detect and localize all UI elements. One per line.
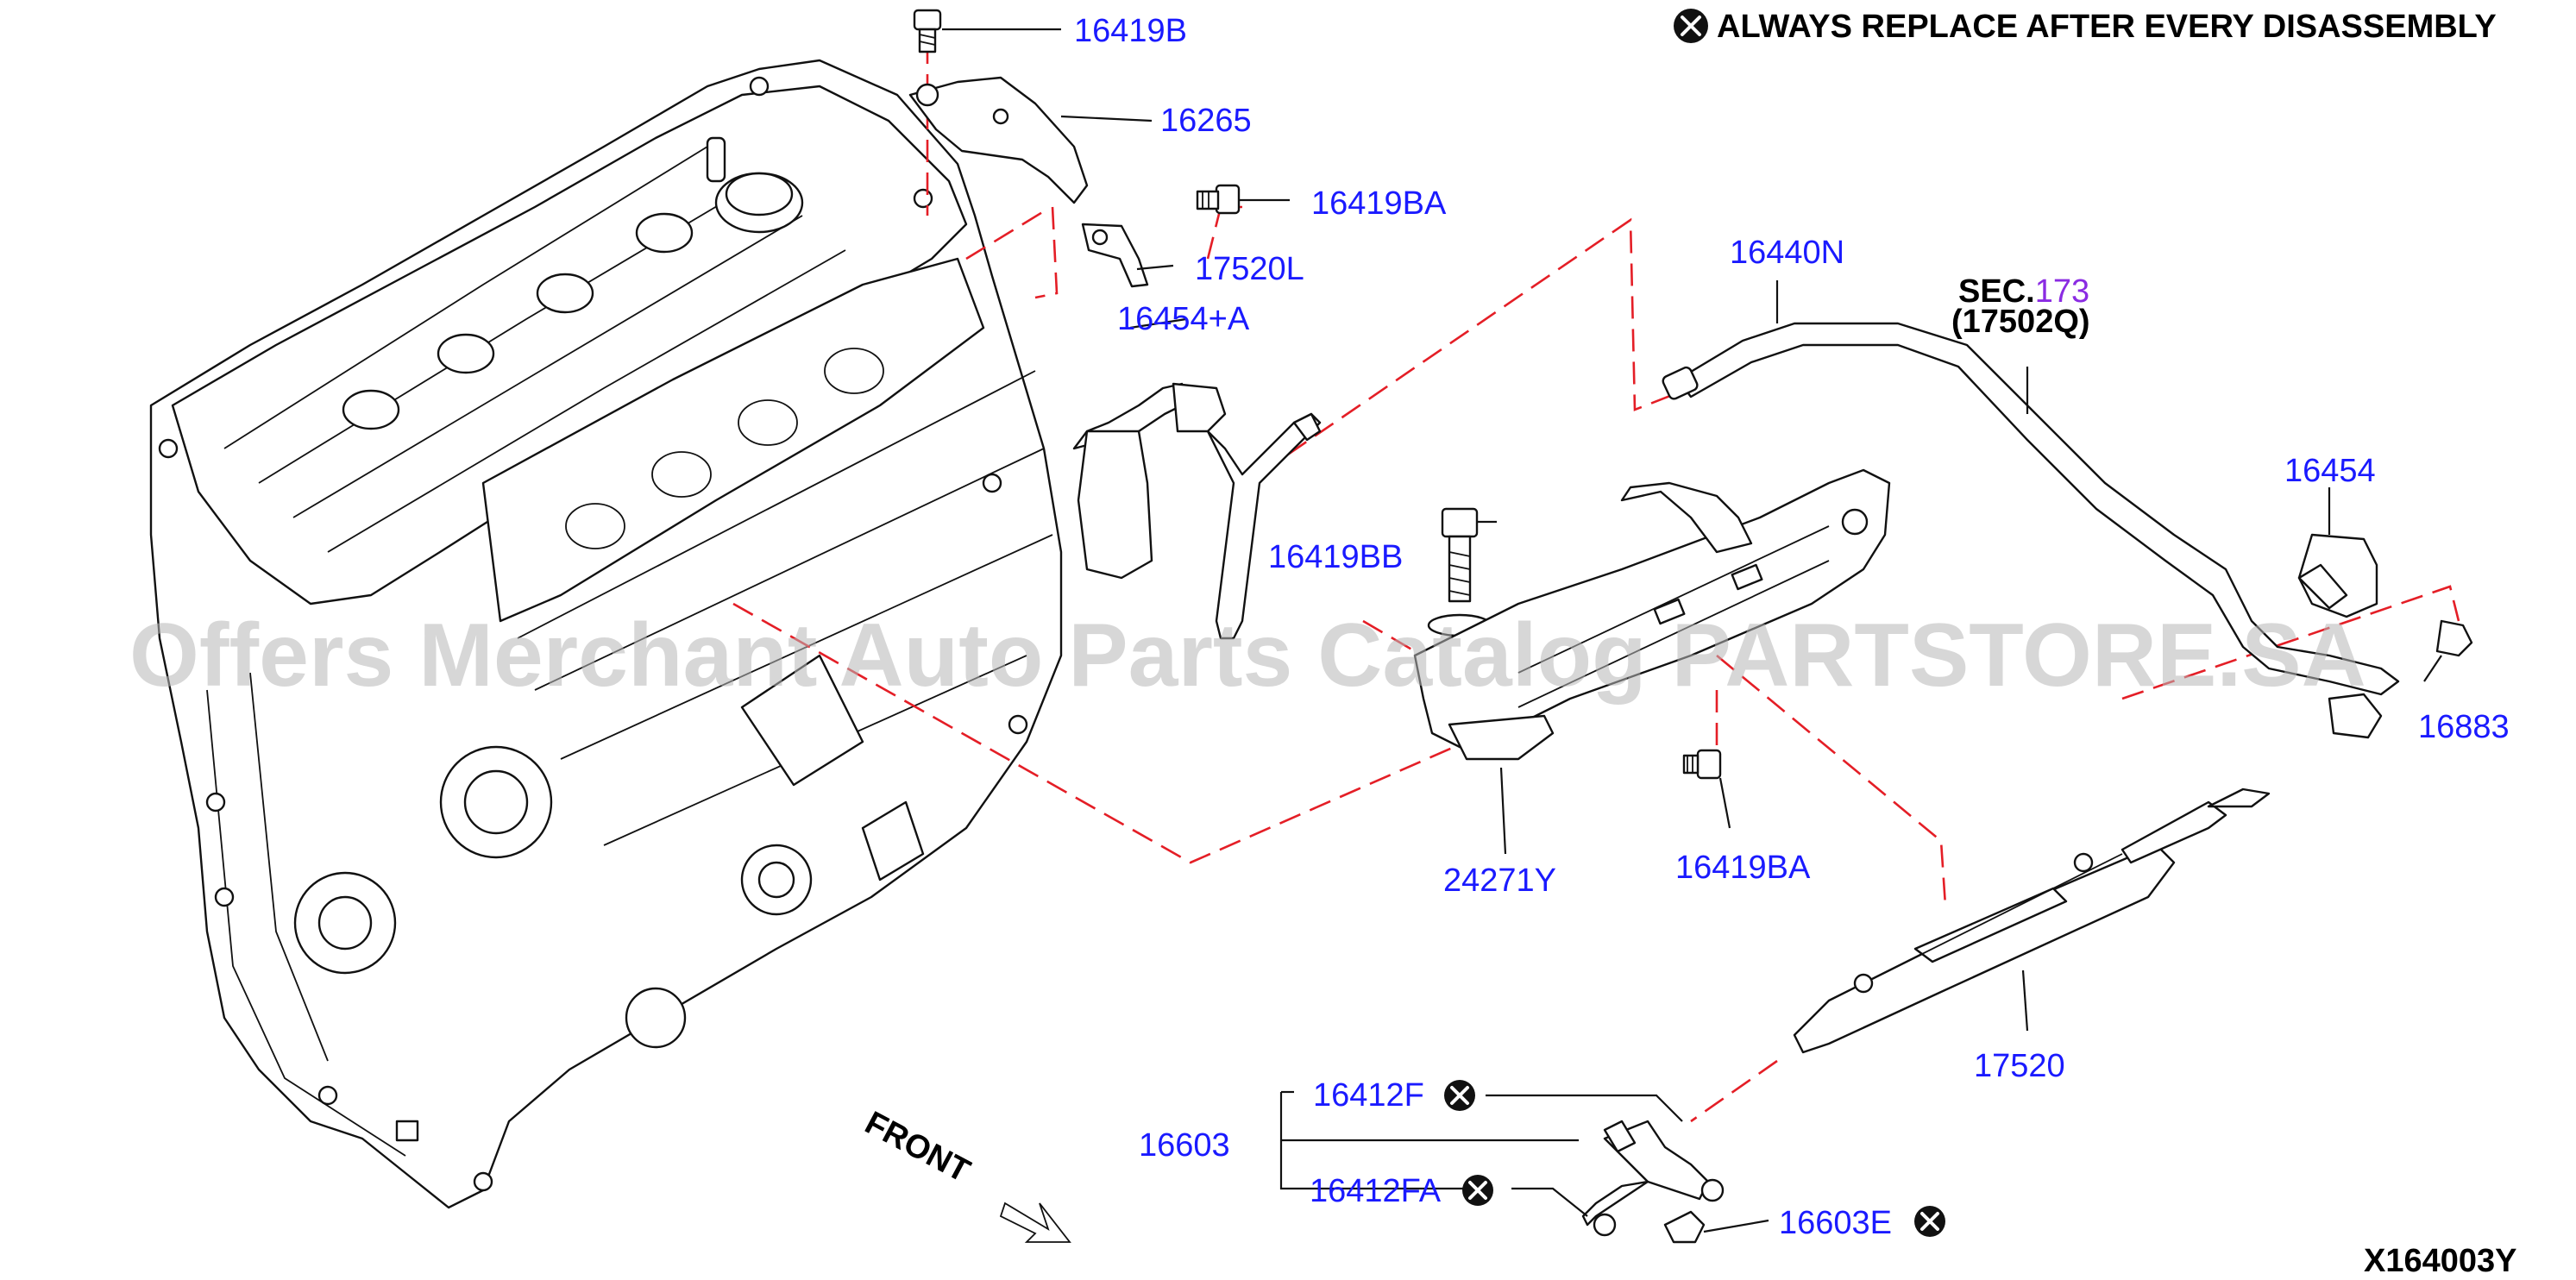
bracket-17520l-drawing	[1081, 223, 1149, 288]
x-circle-icon	[1674, 9, 1708, 43]
leader-lines	[942, 28, 2442, 1233]
front-label: FRONT	[859, 1105, 976, 1190]
part-label-16419ba-top[interactable]: 16419BA	[1311, 185, 1447, 222]
x-circle-icon	[1462, 1175, 1493, 1206]
front-indicator: FRONT	[859, 1105, 1071, 1243]
part-label-17520[interactable]: 17520	[1974, 1048, 2065, 1084]
replace-note-text: ALWAYS REPLACE AFTER EVERY DISASSEMBLY	[1717, 9, 2497, 45]
part-label-16454[interactable]: 16454	[2284, 453, 2376, 489]
part-label-16883[interactable]: 16883	[2418, 709, 2510, 745]
section-prefix: SEC.	[1958, 273, 2035, 310]
part-label-17520l[interactable]: 17520L	[1195, 251, 1304, 287]
part-label-16603e[interactable]: 16603E	[1779, 1205, 1892, 1241]
clip-16883-drawing	[2328, 619, 2473, 739]
part-label-16419b[interactable]: 16419B	[1074, 13, 1187, 49]
front-arrow-icon	[999, 1202, 1071, 1243]
svg-text:SEC.173: SEC.173	[1958, 273, 2089, 310]
bolt-16419b-drawing	[913, 9, 942, 53]
part-label-16412f[interactable]: 16412F	[1313, 1077, 1424, 1114]
part-label-16412fa[interactable]: 16412FA	[1310, 1173, 1442, 1209]
part-label-16419ba-bottom[interactable]: 16419BA	[1675, 850, 1811, 886]
part-label-16603[interactable]: 16603	[1139, 1127, 1230, 1164]
part-label-16419bb[interactable]: 16419BB	[1268, 539, 1403, 575]
tube-16440n-drawing	[1662, 322, 2400, 696]
injector-16603-drawing	[1581, 1120, 1725, 1237]
part-label-16265[interactable]: 16265	[1160, 103, 1252, 139]
bolt-16419ba-top-drawing	[1196, 184, 1241, 215]
part-label-16440n[interactable]: 16440N	[1730, 235, 1844, 271]
section-number[interactable]: 173	[2035, 273, 2089, 310]
clip-16603e-drawing	[1663, 1210, 1706, 1244]
intake-manifold-24271y-drawing	[1413, 468, 1891, 761]
section-reference[interactable]: SEC.173 (17502Q)	[1951, 273, 2090, 340]
section-part: (17502Q)	[1951, 304, 2090, 340]
part-label-16454a[interactable]: 16454+A	[1117, 301, 1250, 337]
clamp-16454-drawing	[2297, 533, 2378, 618]
figure-code: X164003Y	[2364, 1243, 2517, 1279]
part-label-24271y[interactable]: 24271Y	[1443, 863, 1556, 899]
hose-16454a-drawing	[1072, 382, 1322, 640]
fuel-rail-17520-drawing	[1793, 787, 2271, 1054]
x-circle-icon	[1914, 1206, 1945, 1237]
bolt-16419ba-bottom-drawing	[1682, 749, 1722, 780]
x-circle-icon	[1444, 1080, 1475, 1111]
replace-note: ALWAYS REPLACE AFTER EVERY DISASSEMBLY	[1674, 9, 2497, 45]
engine-assembly-drawing	[149, 59, 1063, 1209]
watermark-text: Offers Merchant Auto Parts Catalog PARTS…	[129, 605, 2366, 706]
bracket-16265-drawing	[908, 76, 1089, 204]
